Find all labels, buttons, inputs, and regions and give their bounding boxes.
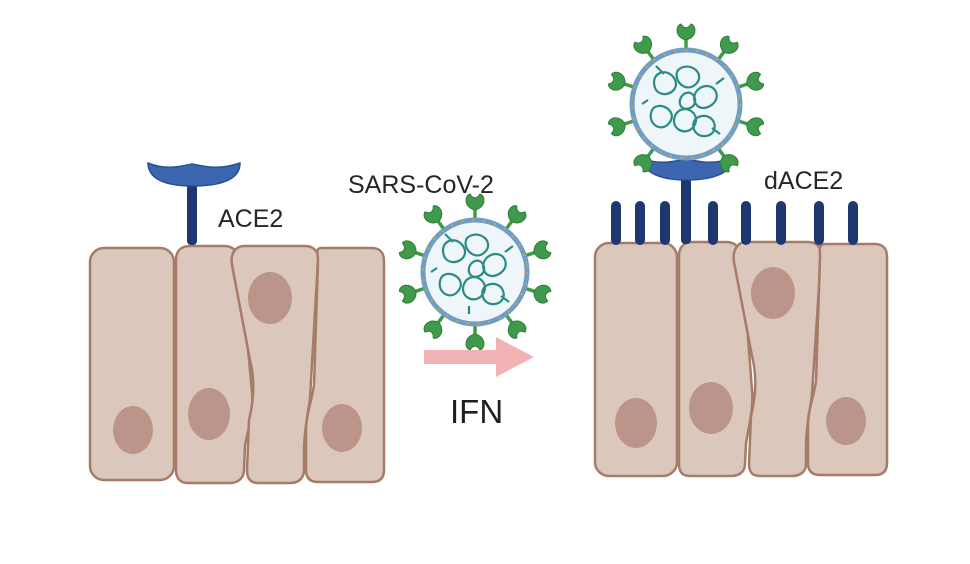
right-nucleus-1 [615, 398, 657, 448]
ifn-arrow-icon [424, 337, 534, 377]
dace2-stalk-4 [708, 201, 718, 245]
virion-membrane-proteins [422, 219, 528, 325]
sars-cov-2-virion-icon [396, 192, 554, 352]
dace2-receptor-icons [611, 201, 858, 245]
ifn-label: IFN [450, 393, 503, 430]
dace2-stalk-8 [848, 201, 858, 245]
right-epithelium [593, 240, 889, 478]
bound-virion-rna [641, 65, 725, 138]
dace2-stalk-5 [741, 201, 751, 245]
virion-rna [430, 233, 514, 314]
dace2-stalk-3 [660, 201, 670, 245]
bound-sars-cov-2-virion-icon [605, 22, 767, 176]
left-epithelium [88, 244, 386, 485]
left-nucleus-2 [188, 388, 230, 440]
bound-ace2-receptor-icon [641, 156, 733, 244]
left-nucleus-3 [248, 272, 292, 324]
dace2-label: dACE2 [764, 167, 843, 195]
left-nucleus-4 [322, 404, 362, 452]
dace2-stalk-2 [635, 201, 645, 245]
dace2-stalk-7 [814, 201, 824, 245]
dace2-stalk-6 [776, 201, 786, 245]
right-nucleus-3 [751, 267, 795, 319]
left-nucleus-1 [113, 406, 153, 454]
ace2-receptor-icon [147, 161, 241, 245]
dace2-stalk-1 [611, 201, 621, 245]
right-nucleus-4 [826, 397, 866, 445]
ace2-label: ACE2 [218, 205, 283, 233]
bound-virion-membrane-proteins [631, 49, 741, 159]
right-nucleus-2 [689, 382, 733, 434]
sars-cov-2-label: SARS-CoV-2 [348, 171, 494, 199]
left-cell-1 [88, 246, 176, 482]
